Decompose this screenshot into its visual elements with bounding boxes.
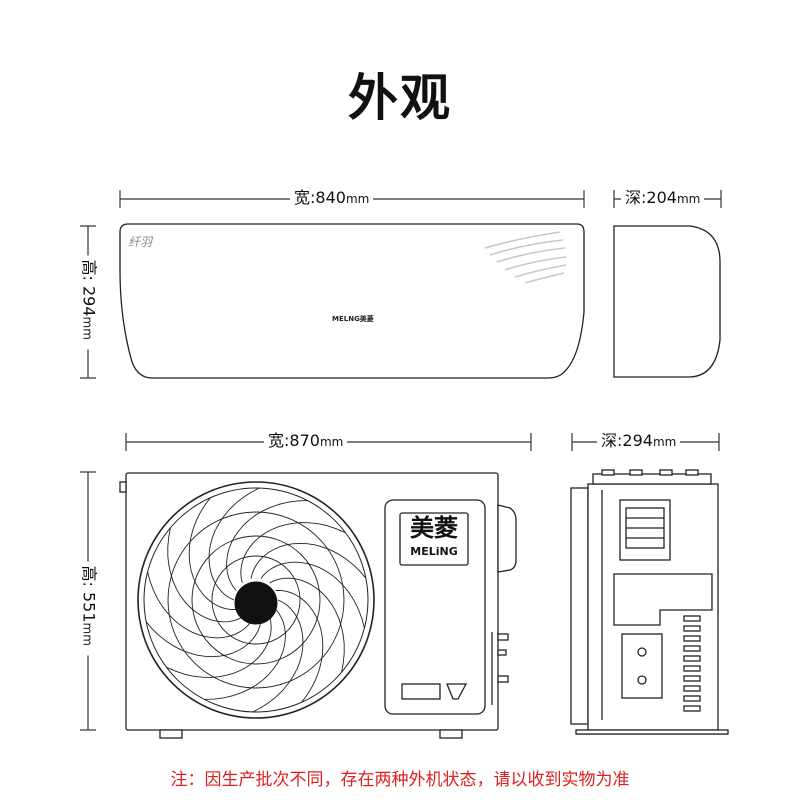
fan-spiral-arm xyxy=(275,589,324,703)
fan-spiral-arm xyxy=(166,617,272,678)
vent-slot xyxy=(683,645,701,652)
vent-slot xyxy=(683,705,701,712)
vent-slot xyxy=(683,665,701,672)
fan-spiral-arm xyxy=(250,542,367,579)
fan-spiral-arm xyxy=(260,561,365,629)
indoor-brand-logo: MELNG美菱 xyxy=(332,315,374,323)
fan-spiral-arm xyxy=(208,487,260,601)
fan-spiral-arm xyxy=(240,522,346,583)
indoor-height-label: 高: 294mm xyxy=(77,255,99,350)
wind-swoosh-icon xyxy=(484,231,567,284)
fan-spiral-arm xyxy=(145,621,262,658)
fan-spiral-arm xyxy=(167,527,243,623)
vent-slot xyxy=(683,635,701,642)
indoor-depth-label: 深:204mm xyxy=(621,188,705,209)
vent-slot xyxy=(683,675,701,682)
outdoor-logo-en: MELiNG xyxy=(410,545,458,558)
outdoor-width-label: 宽:870mm xyxy=(264,431,348,452)
footnote: 注：因生产批次不同，存在两种外机状态，请以收到实物为准 xyxy=(170,770,630,790)
fan-spiral-arm xyxy=(226,500,308,591)
vent-slot xyxy=(683,615,701,622)
outdoor-unit-side xyxy=(570,469,729,735)
fan-spiral-arm xyxy=(269,577,345,673)
indoor-unit-front xyxy=(119,223,585,379)
indoor-model-text: 纤羽 xyxy=(128,235,153,249)
fan-spiral-arm xyxy=(147,571,252,639)
vent-slot xyxy=(683,695,701,702)
vent-slot xyxy=(683,685,701,692)
fan-spiral-arm xyxy=(204,609,286,700)
indoor-width-label: 宽:840mm xyxy=(290,188,374,209)
fan-grille xyxy=(137,481,375,719)
outdoor-depth-label: 深:294mm xyxy=(597,431,681,452)
vent-slot xyxy=(683,655,701,662)
fan-spiral-arm xyxy=(188,497,237,611)
outdoor-logo-cn: 美菱 xyxy=(410,514,458,542)
vent-slot xyxy=(683,625,701,632)
outdoor-unit-front xyxy=(119,472,517,739)
indoor-unit-side xyxy=(613,225,721,378)
outdoor-height-label: 高: 551mm xyxy=(77,561,99,656)
page-title: 外观 xyxy=(348,68,452,127)
vent-slots xyxy=(683,615,701,712)
fan-spiral-arm xyxy=(252,599,304,713)
